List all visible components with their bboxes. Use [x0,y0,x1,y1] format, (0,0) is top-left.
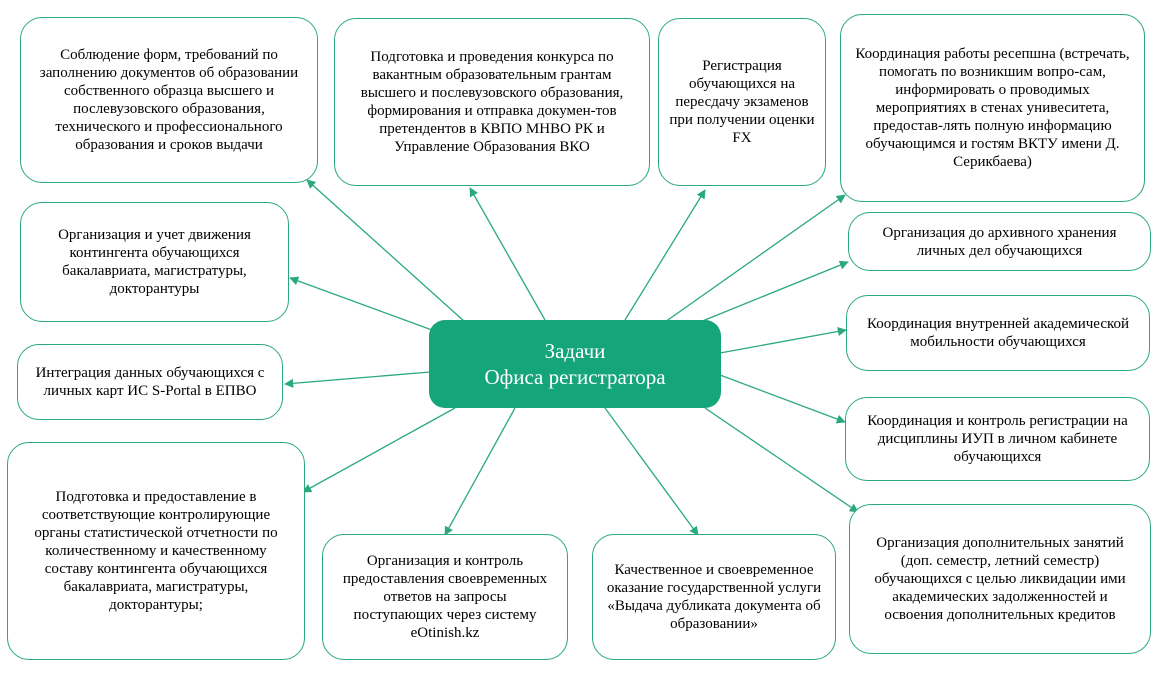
task-box-8: Интеграция данных обучающихся с личных к… [17,344,283,420]
task-box-9: Координация и контроль регистрации на ди… [845,397,1150,481]
arrow-to-task-8 [284,371,431,388]
arrow-to-task-12 [604,407,699,536]
task-box-11: Организация и контроль предоставления св… [322,534,568,660]
arrow-to-task-2 [469,187,546,321]
arrow-to-task-11 [444,407,516,536]
task-box-7: Координация внутренней академической моб… [846,295,1150,371]
arrow-to-task-9 [719,374,846,424]
task-box-4: Координация работы ресепшна (встречать, … [840,14,1145,202]
arrow-to-task-10 [302,407,456,493]
task-box-5: Организация и учет движения контингента … [20,202,289,322]
task-box-10: Подготовка и предоставление в соответств… [7,442,305,660]
task-box-1: Соблюдение форм, требований по заполнени… [20,17,318,183]
arrow-to-task-6 [699,260,849,323]
task-box-6: Организация до архивного хранения личных… [848,212,1151,271]
task-box-12: Качественное и своевременное оказание го… [592,534,836,660]
center-title-line2: Офиса регистратора [484,365,666,389]
center-node: Задачи Офиса регистратора [429,320,721,408]
arrow-to-task-5 [289,276,433,331]
task-box-3: Регистрация обучающихся на пересдачу экз… [658,18,826,186]
arrow-to-task-7 [719,326,847,354]
arrow-to-task-1 [306,179,466,323]
task-box-2: Подготовка и проведения конкурса по вака… [334,18,650,186]
arrow-to-task-13 [704,407,859,513]
task-box-13: Организация дополнительных занятий (доп.… [849,504,1151,654]
arrow-to-task-4 [664,194,846,323]
center-title-line1: Задачи [544,339,606,363]
arrow-to-task-3 [624,189,706,321]
